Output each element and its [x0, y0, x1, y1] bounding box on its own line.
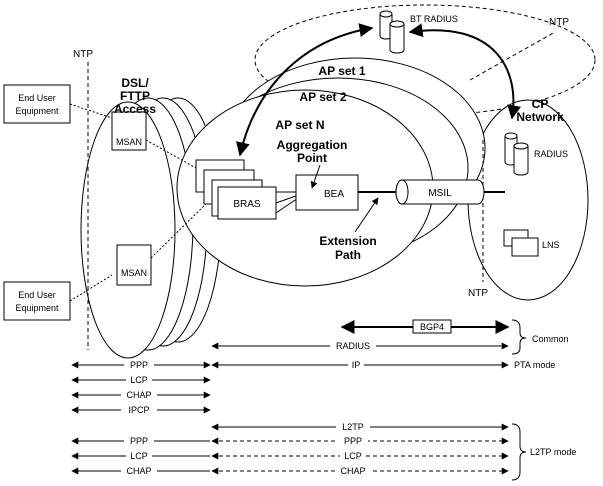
msan-top-box: [111, 111, 147, 151]
user-bottom-link: [69, 274, 113, 302]
ntp-top-label: NTP: [549, 17, 569, 28]
pta-mode-label: PTA mode: [514, 360, 555, 370]
access-ellipse-front: [80, 101, 176, 359]
l2tp-brace: [511, 423, 527, 481]
l2tp-lcp-right-label: LCP: [344, 451, 362, 461]
pta-chap-label: CHAP: [126, 390, 151, 400]
end-user-top-box: [3, 84, 71, 124]
cp-network-label-2: Network: [516, 110, 564, 124]
l2tp-label-bg: [336, 421, 370, 433]
ntp-right-label: NTP: [468, 288, 488, 299]
l2tp-mode-label: L2TP mode: [530, 447, 576, 457]
l2tp-ppp-left-label: PPP: [130, 436, 148, 446]
pta-ipcp-label: IPCP: [128, 405, 149, 415]
bt-radius-label: BT RADIUS: [410, 14, 458, 24]
pta-lcp-bg: [126, 374, 152, 386]
bgp4-label: BGP4: [420, 322, 444, 332]
l2tp-chap-left-label: CHAP: [126, 466, 151, 476]
bgp4-box: [412, 319, 452, 334]
aggregation-arrow: [310, 164, 321, 189]
l2tp-proto-label: L2TP: [342, 422, 364, 432]
end-user-top-line1: End User: [18, 93, 56, 103]
l2tp-chap-right-label: CHAP: [340, 466, 365, 476]
bea-box: [295, 174, 359, 211]
ap-set-1-label: AP set 1: [318, 64, 365, 78]
end-user-top-line2: Equipment: [15, 106, 59, 116]
pta-ipcp-bg: [121, 404, 157, 416]
extension-arrow: [354, 197, 379, 233]
msil-label: MSIL: [428, 188, 452, 199]
bt-radius-icon: [379, 10, 405, 54]
dsl-label-3: Access: [114, 102, 156, 116]
bras-label: BRAS: [233, 199, 261, 210]
msil-cylinder-end: [395, 179, 409, 205]
msan-top-bras-link: [145, 139, 197, 169]
ap-set-2-label: AP set 2: [299, 90, 346, 104]
cp-radius-label: RADIUS: [534, 149, 568, 159]
ip-label-bg: [348, 359, 364, 371]
dsl-label-1: DSL/: [121, 76, 149, 90]
bea-label: BEA: [324, 189, 344, 200]
msan-bottom-box: [116, 244, 152, 286]
pta-ppp-bg: [124, 359, 154, 371]
l2tp-lcp-right-bg: [340, 450, 366, 462]
pta-ppp-label: PPP: [130, 360, 148, 370]
bt-radius-bras-arrow: [236, 23, 374, 157]
aggregation-label-1: Aggregation: [277, 138, 348, 152]
common-mode-label: Common: [532, 334, 569, 344]
l2tp-chap-left-bg: [121, 465, 157, 477]
cp-network-label-1: CP: [532, 97, 549, 111]
radius-proto-label: RADIUS: [336, 341, 370, 351]
extension-label-1: Extension: [319, 234, 376, 248]
msan-bottom-label: MSAN: [121, 268, 147, 278]
extension-label-2: Path: [335, 248, 361, 262]
cp-network-ellipse: [467, 99, 589, 301]
lns-label: LNS: [542, 240, 560, 250]
l2tp-lcp-left-bg: [126, 450, 152, 462]
l2tp-lcp-left-label: LCP: [130, 451, 148, 461]
msan-top-label: MSAN: [116, 137, 142, 147]
pta-chap-bg: [121, 389, 157, 401]
cp-radius-icon: [504, 132, 529, 176]
l2tp-chap-right-bg: [335, 465, 371, 477]
aggregation-label-2: Point: [297, 151, 327, 165]
end-user-bottom-box: [3, 281, 71, 321]
ntp-left-label: NTP: [73, 49, 93, 60]
pta-lcp-label: LCP: [130, 375, 148, 385]
l2tp-ppp-left-bg: [124, 435, 154, 447]
msan-bottom-bras-link: [150, 199, 211, 259]
bras-box: [217, 186, 277, 220]
common-brace: [511, 319, 527, 355]
l2tp-ppp-right-bg: [338, 435, 368, 447]
user-top-link: [69, 103, 113, 119]
dsl-label-2: FTTP: [120, 89, 150, 103]
radius-label-bg: [330, 340, 376, 352]
ap-set-n-label: AP set N: [275, 118, 324, 132]
bt-radius-cp-arrow: [408, 23, 521, 120]
ip-proto-label: IP: [352, 360, 361, 370]
end-user-bottom-line1: End User: [18, 290, 56, 300]
l2tp-ppp-right-label: PPP: [344, 436, 362, 446]
end-user-bottom-line2: Equipment: [15, 303, 59, 313]
lns-icon: [503, 229, 539, 257]
